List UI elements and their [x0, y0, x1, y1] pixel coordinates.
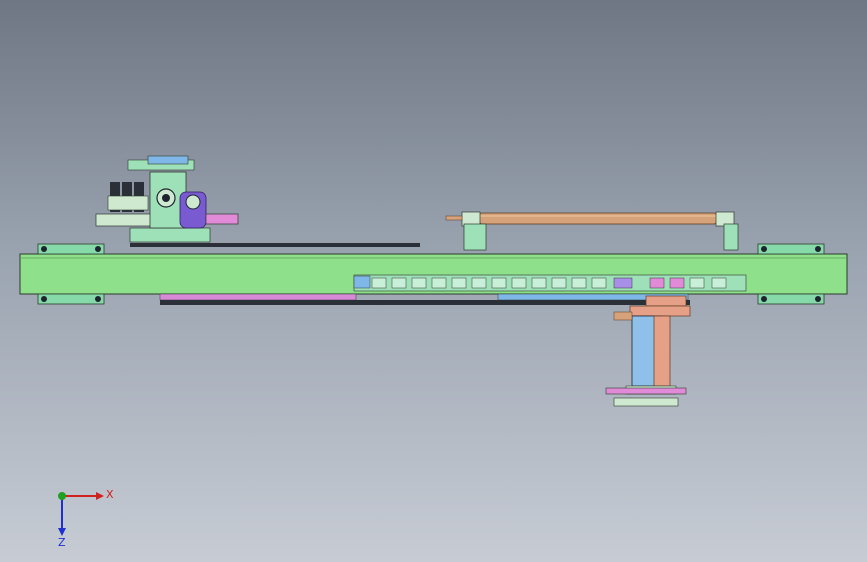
- mount-feet: [37, 243, 825, 305]
- bottom-rail: [160, 300, 690, 305]
- coordinate-triad-icon: X Z: [58, 488, 114, 549]
- x-axis-label: X: [106, 488, 114, 501]
- top-rail: [130, 241, 420, 247]
- vertical-carriage[interactable]: [605, 295, 691, 407]
- cable-chain: [353, 274, 747, 292]
- top-rail-highlight: [130, 241, 420, 243]
- left-actuator-assembly[interactable]: [95, 155, 239, 243]
- cylinder-rod[interactable]: [445, 211, 739, 251]
- z-axis-label: Z: [58, 536, 66, 549]
- magenta-strip: [159, 293, 357, 301]
- y-axis-dot: [58, 492, 66, 500]
